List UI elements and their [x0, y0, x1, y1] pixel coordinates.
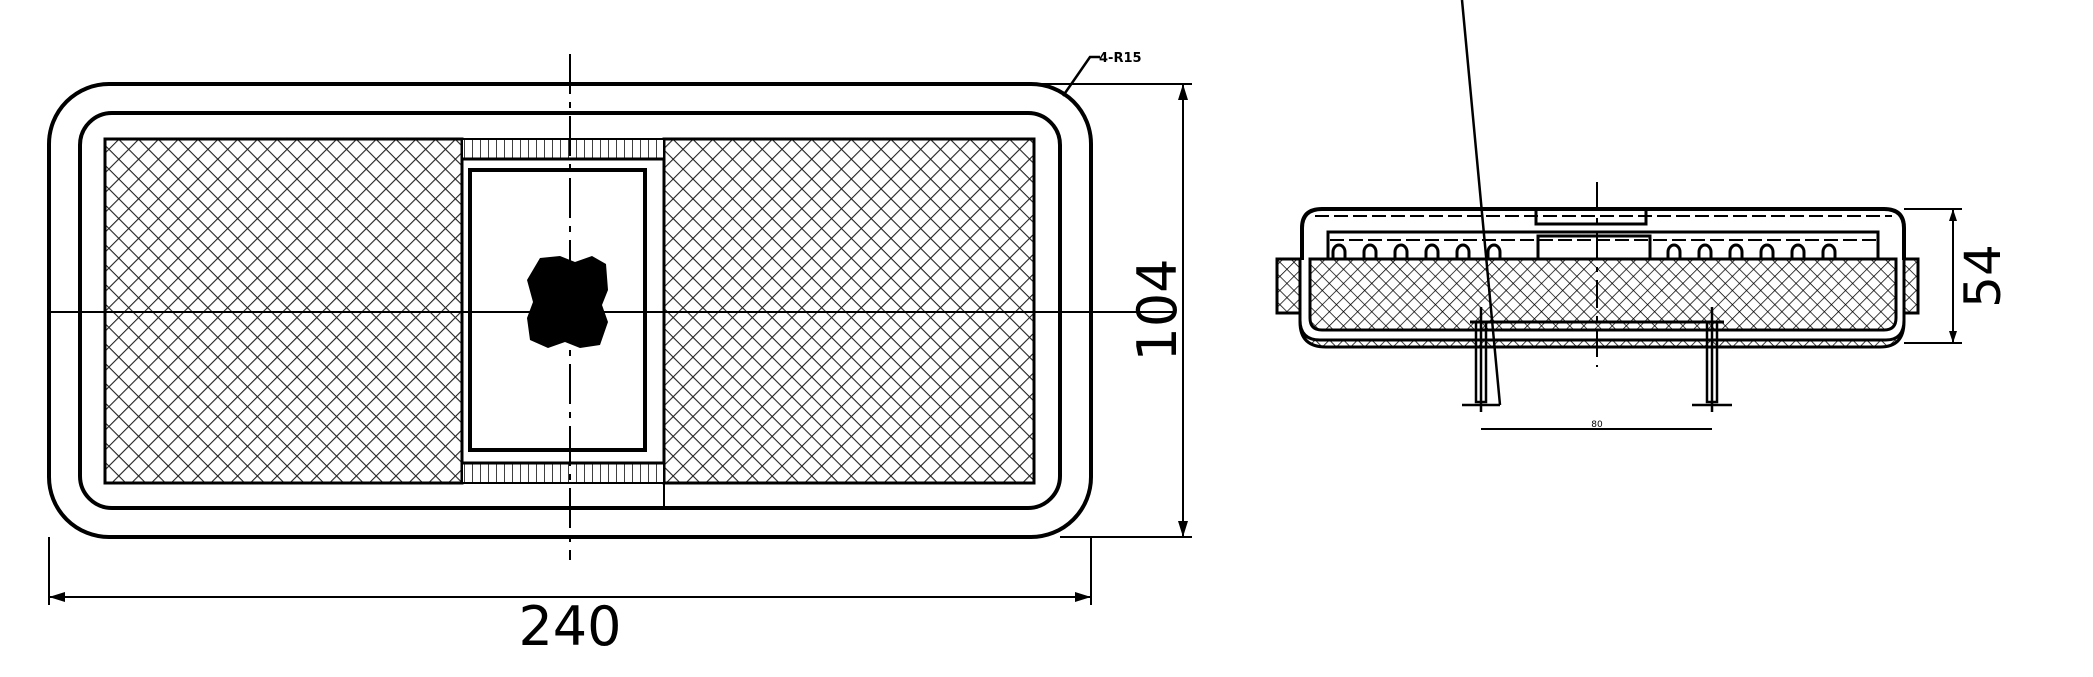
front-view: 240 104 4-R15: [47, 51, 1192, 658]
led-row-right: [1666, 243, 1837, 262]
radius-note: 4-R15: [1099, 51, 1142, 66]
width-dimension-label: 240: [518, 595, 621, 658]
pin-spacing-label: 80: [1591, 420, 1603, 430]
mounting-pins: [1460, 0, 1732, 412]
lamp-window: [468, 168, 647, 452]
center-top-strip: [461, 138, 665, 160]
lamp-element: [527, 256, 608, 348]
center-lens-block: [1534, 207, 1648, 226]
side-height-dimension-label: 54: [1954, 244, 2012, 308]
height-dimension-label: 104: [1126, 258, 1189, 361]
radius-leader: [1061, 55, 1100, 97]
led-row-left: [1331, 243, 1502, 262]
side-view: 80 54: [1275, 0, 2012, 430]
center-bottom-strip: [461, 462, 665, 484]
